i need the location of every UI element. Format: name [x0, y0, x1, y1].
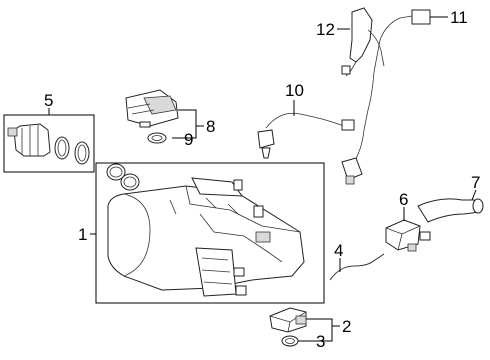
callout-11: 11: [450, 8, 468, 27]
callout-12: 12: [316, 20, 335, 39]
part-10-drawing: [257, 112, 355, 159]
callout-7: 7: [471, 173, 480, 192]
callout-2: 2: [342, 317, 351, 336]
part-2-drawing: [269, 307, 307, 333]
part-1-drawing: [106, 163, 305, 297]
part-8-drawing: [125, 89, 179, 128]
part-4-drawing: [329, 253, 385, 281]
callout-6: 6: [399, 190, 408, 209]
callout-10: 10: [285, 81, 304, 100]
callout-5: 5: [44, 91, 53, 110]
callout-3: 3: [316, 332, 325, 351]
part-9-drawing: [147, 132, 167, 144]
part-3-drawing: [281, 335, 299, 347]
part-6-drawing: [385, 219, 431, 252]
callout-8: 8: [206, 117, 215, 136]
callout-9: 9: [184, 130, 193, 149]
leader-lines: [48, 16, 477, 342]
part-7-drawing: [417, 198, 484, 223]
callout-4: 4: [334, 241, 343, 260]
callout-1: 1: [78, 225, 87, 244]
canister-group-box: [95, 162, 325, 304]
part-5-drawing: [7, 123, 90, 165]
part-11-drawing: [341, 9, 431, 185]
part-12-drawing: [341, 7, 385, 77]
